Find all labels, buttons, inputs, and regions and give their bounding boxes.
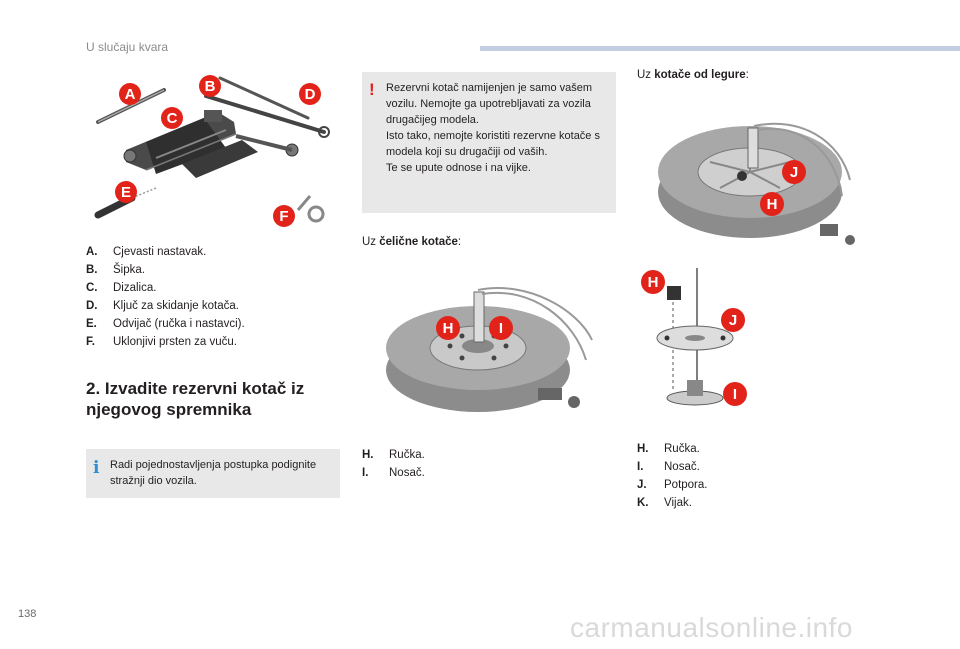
warning-line: Rezervni kotač namijenjen je samo vašem … [386, 82, 593, 126]
svg-text:E: E [121, 184, 131, 201]
jack-drawing [123, 110, 299, 178]
page-number: 138 [18, 608, 37, 620]
legend-row: B.Šipka. [86, 264, 145, 276]
section-title-text: Izvadite rezervni kotač iz njegovog spre… [86, 379, 305, 419]
alloy-wheel-illustration: J H [658, 122, 855, 245]
warning-line: Isto tako, nemojte koristiti rezervne ko… [386, 130, 600, 158]
svg-text:A: A [125, 86, 136, 103]
svg-text:B: B [205, 78, 216, 95]
bar-drawing [218, 76, 310, 120]
svg-text:J: J [790, 164, 798, 181]
steel-wheel-caption: Uz čelične kotače: [362, 236, 462, 248]
badge-h-top: H [760, 192, 784, 216]
warning-box: ! Rezervni kotač namijenjen je samo vaše… [362, 72, 616, 213]
info-text: Radi pojednostavljenja postupka podignit… [110, 459, 317, 487]
svg-text:I: I [499, 320, 503, 337]
legend-row: C.Dizalica. [86, 282, 157, 294]
alloy-wheel-caption: Uz kotače od legure: [637, 69, 749, 81]
badge-j-bottom: J [721, 308, 745, 332]
legend-row: K.Vijak. [637, 497, 692, 509]
warning-text: Rezervni kotač namijenjen je samo vašem … [386, 80, 612, 176]
info-icon: i [93, 458, 100, 478]
exclamation-icon: ! [369, 80, 375, 99]
info-box: i Radi pojednostavljenja postupka podign… [86, 449, 340, 498]
section-number: 2. [86, 379, 101, 398]
badge-e: E [115, 181, 137, 203]
svg-text:I: I [733, 386, 737, 403]
steel-wheel-illustration: H I [386, 287, 593, 412]
steel-wheel-legend: H.Ručka. I.Nosač. [362, 448, 425, 484]
svg-text:H: H [443, 320, 454, 337]
header-accent-bar [480, 46, 960, 51]
jack-tools-illustration: A B C D E F [94, 75, 330, 227]
badge-b: B [199, 75, 221, 97]
badge-i: I [489, 316, 513, 340]
wheel-key-drawing [204, 94, 330, 138]
badge-c: C [161, 107, 183, 129]
badge-j-top: J [782, 160, 806, 184]
towing-ring-drawing [296, 195, 325, 223]
badge-h-bottom: H [641, 270, 665, 294]
legend-row: H.Ručka. [362, 449, 425, 461]
svg-text:H: H [648, 274, 659, 291]
warning-line: Te se upute odnose i na vijke. [386, 162, 531, 174]
badge-f: F [273, 205, 295, 227]
watermark: carmanualsonline.info [570, 612, 853, 643]
badge-d: D [299, 83, 321, 105]
svg-text:D: D [305, 86, 316, 103]
svg-text:F: F [279, 208, 288, 225]
tube-extension-drawing [96, 88, 166, 124]
legend-row: I.Nosač. [637, 461, 700, 473]
badge-a: A [119, 83, 141, 105]
legend-row: I.Nosač. [362, 467, 425, 479]
legend-row: D.Ključ za skidanje kotača. [86, 300, 239, 312]
tools-legend: A.Cjevasti nastavak. B.Šipka. C.Dizalica… [86, 245, 245, 353]
legend-row: E.Odvijač (ručka i nastavci). [86, 318, 245, 330]
legend-row: A.Cjevasti nastavak. [86, 246, 207, 258]
svg-text:J: J [729, 312, 737, 329]
running-header: U slučaju kvara [86, 40, 169, 54]
badge-h: H [436, 316, 460, 340]
legend-row: J.Potpora. [637, 479, 708, 491]
legend-row: H.Ručka. [637, 443, 700, 455]
alloy-wheel-legend: H.Ručka. I.Nosač. J.Potpora. K.Vijak. [637, 442, 707, 514]
alloy-exploded-illustration: H J I [641, 268, 747, 406]
badge-i-bottom: I [723, 382, 747, 406]
svg-text:H: H [767, 196, 778, 213]
svg-text:C: C [167, 110, 178, 127]
section-heading: 2. Izvadite rezervni kotač iz njegovog s… [86, 378, 342, 420]
legend-row: F.Uklonjivi prsten za vuču. [86, 336, 237, 348]
